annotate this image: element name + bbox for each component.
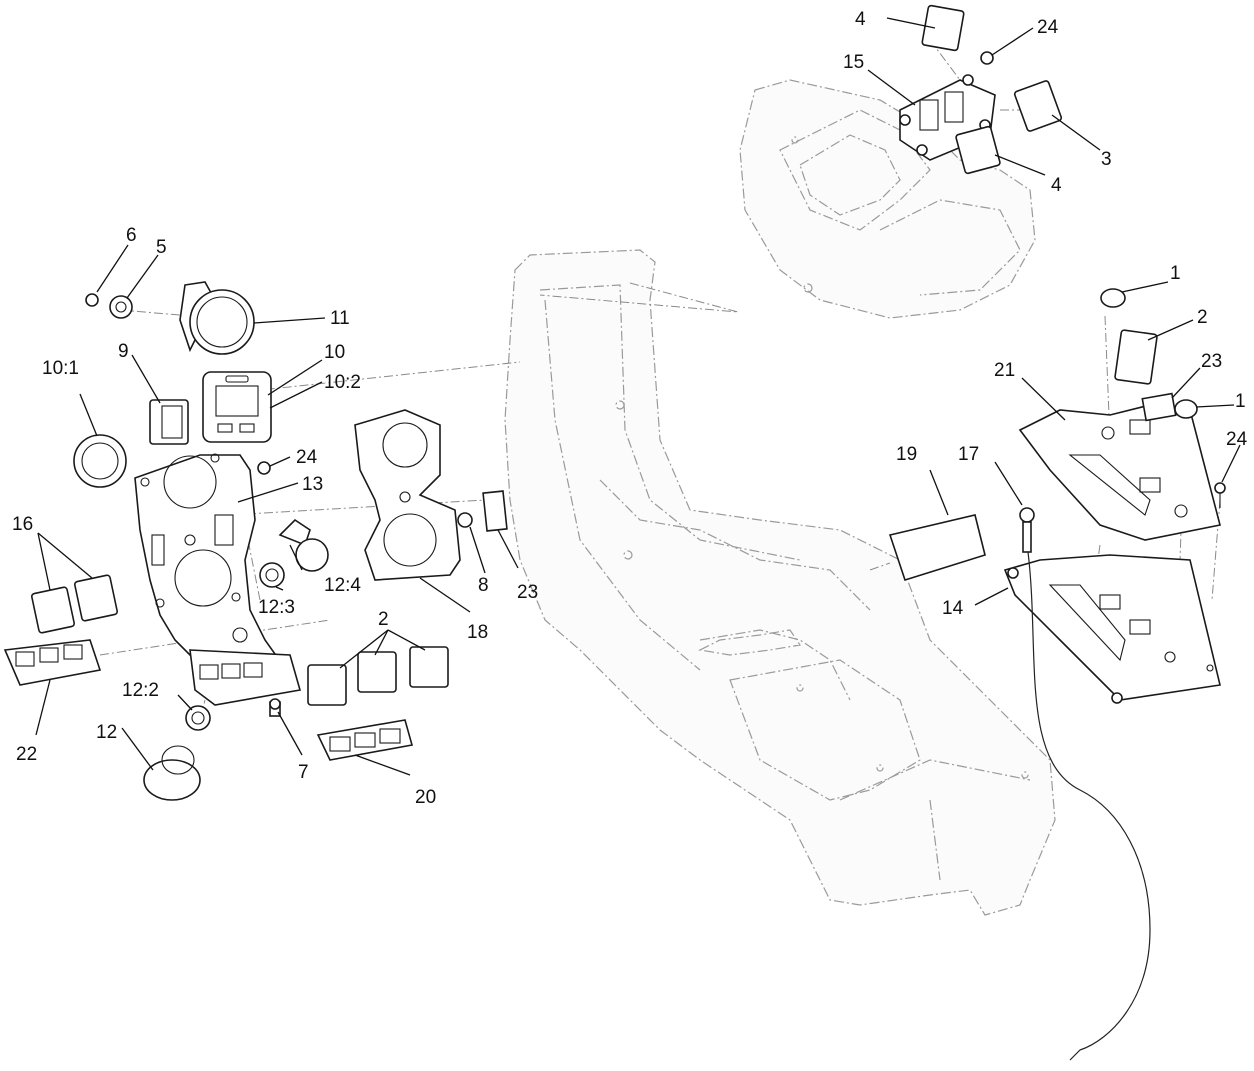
screw: [269, 698, 281, 717]
callout-13: 13: [302, 474, 323, 495]
callout-1-right: 1: [1235, 391, 1246, 412]
callout-23-center: 23: [517, 582, 538, 603]
callout-23-right: 23: [1201, 351, 1222, 372]
callout-3: 3: [1101, 149, 1112, 170]
callout-12-4: 12:4: [324, 575, 361, 596]
rocker-switch: [1013, 80, 1063, 132]
decal-plate: [888, 514, 986, 581]
nut: [980, 51, 994, 65]
gauge: [179, 281, 255, 355]
callout-15: 15: [843, 52, 864, 73]
connector-bushing: [109, 295, 133, 319]
callout-20: 20: [415, 787, 436, 808]
callout-5: 5: [156, 237, 167, 258]
key-switch: [278, 518, 329, 572]
lower-switch-plate: [189, 649, 302, 706]
callout-1-top: 1: [1170, 263, 1181, 284]
display-module: [202, 371, 272, 443]
callout-16: 16: [12, 514, 33, 535]
callout-24-left: 24: [296, 447, 318, 468]
callout-17: 17: [958, 444, 979, 465]
rocker-switch: [921, 4, 965, 52]
hex-nut: [185, 705, 211, 731]
callout-4-top: 4: [855, 9, 866, 30]
ignition-switch: [143, 745, 201, 801]
callout-11: 11: [330, 308, 350, 329]
callout-22: 22: [16, 744, 37, 765]
rocker-switch: [149, 399, 189, 445]
grommet: [259, 562, 285, 588]
callout-8: 8: [478, 575, 489, 596]
decal: [1141, 392, 1177, 422]
callout-10: 10: [324, 342, 345, 363]
rocker-switch: [955, 125, 1001, 175]
toggle-switch-pair: [30, 574, 119, 634]
shifter-base-plate: [1003, 554, 1221, 704]
rocker-switch: [1114, 329, 1158, 385]
callout-24-top: 24: [1037, 17, 1059, 38]
shifter-top-plate: [1018, 404, 1221, 541]
nut: [257, 461, 271, 475]
callout-24-right: 24: [1226, 429, 1248, 450]
overlay-plate: [354, 409, 461, 581]
cable-assembly: [1019, 507, 1151, 1061]
callout-21: 21: [994, 360, 1015, 381]
callout-labels: 6 5 11 9 10 10:1 10:2 24 13 16 12:4 8 23…: [12, 9, 1248, 808]
callout-9: 9: [118, 341, 129, 362]
plug-cap: [1174, 399, 1198, 419]
callout-10-2: 10:2: [324, 372, 361, 393]
callout-19: 19: [896, 444, 917, 465]
screw: [1214, 482, 1226, 508]
callout-18: 18: [467, 622, 488, 643]
callout-7: 7: [298, 762, 309, 783]
console-body-outline: [504, 249, 1056, 916]
switch-bezel: [316, 719, 414, 761]
armrest-outline: [739, 79, 1036, 319]
callout-6: 6: [126, 225, 137, 246]
callout-10-1: 10:1: [42, 358, 79, 379]
rocker-switch-group: [307, 646, 449, 706]
nut: [85, 293, 99, 307]
callout-4-bottom: 4: [1051, 175, 1062, 196]
dash-panel: [134, 453, 292, 696]
switch-bezel-left: [3, 639, 102, 686]
decal: [482, 490, 508, 532]
callout-14: 14: [942, 598, 964, 619]
plug-cap: [1100, 288, 1126, 308]
callout-2-left: 2: [378, 609, 389, 630]
callout-2-right: 2: [1197, 307, 1208, 328]
callout-12-3: 12:3: [258, 597, 295, 618]
callout-12: 12: [96, 722, 117, 743]
callout-12-2: 12:2: [122, 680, 159, 701]
leader-lines: [35, 17, 1241, 776]
retaining-ring: [73, 434, 127, 488]
cap-plug: [457, 512, 473, 528]
